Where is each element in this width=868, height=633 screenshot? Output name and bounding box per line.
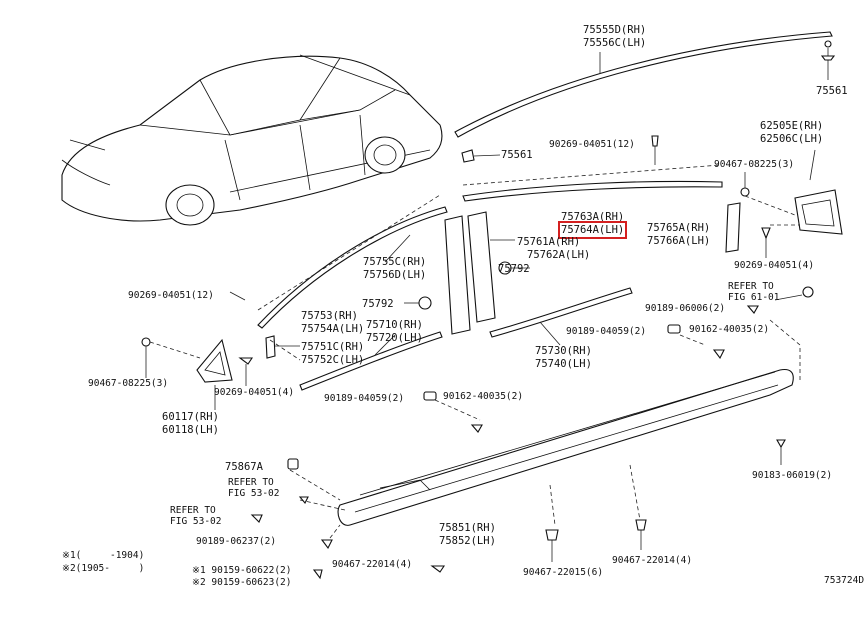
center-pillar-garnish [444, 215, 471, 335]
front-triangle-garnish [196, 338, 233, 383]
label-75763a[interactable]: 75763A(RH) [561, 211, 625, 223]
quarter-window-garnish [794, 189, 843, 235]
label-90467-22014-b[interactable]: 90467-22014(4) [612, 555, 693, 566]
label-fig-53a[interactable]: FIG 53-02 [228, 488, 280, 499]
label-90189-06006[interactable]: 90189-06006(2) [645, 303, 726, 314]
label-75555d[interactable]: 75555D(RH) [583, 24, 647, 36]
label-75852[interactable]: 75852(LH) [439, 535, 496, 547]
label-90162-40035-b[interactable]: 90162-40035(2) [443, 391, 524, 402]
label-fig-61[interactable]: FIG 61-01 [728, 292, 780, 303]
label-75851[interactable]: 75851(RH) [439, 522, 496, 534]
label-90189-04059-b[interactable]: 90189-04059(2) [324, 393, 405, 404]
front-door-lower-molding [299, 331, 443, 391]
label-90189-06237[interactable]: 90189-06237(2) [196, 536, 277, 547]
label-fig-53b[interactable]: FIG 53-02 [170, 516, 222, 527]
rocker-panel-molding [337, 368, 794, 526]
label-75754a[interactable]: 75754A(LH) [301, 323, 365, 335]
label-75710[interactable]: 75710(RH) [366, 319, 423, 331]
car-illustration [61, 54, 443, 226]
rear-door-frame-molding [725, 202, 741, 253]
label-refer-53a[interactable]: REFER TO [228, 477, 274, 488]
label-refer-61[interactable]: REFER TO [728, 281, 774, 292]
label-90467-08225-l[interactable]: 90467-08225(3) [88, 378, 169, 389]
label-75792-b[interactable]: 75792 [362, 298, 394, 310]
label-75730[interactable]: 75730(RH) [535, 345, 592, 357]
label-75556c[interactable]: 75556C(LH) [583, 37, 647, 49]
roof-molding [454, 31, 833, 138]
label-75753[interactable]: 75753(RH) [301, 310, 358, 322]
label-60117[interactable]: 60117(RH) [162, 411, 219, 423]
label-90189-04059-a[interactable]: 90189-04059(2) [566, 326, 647, 337]
label-90269-04051-top[interactable]: 90269-04051(12) [549, 139, 635, 150]
note-1: ※1( -1904) [62, 550, 145, 561]
label-90467-22014-a[interactable]: 90467-22014(4) [332, 559, 413, 570]
label-75755c[interactable]: 75755C(RH) [363, 256, 427, 268]
label-refer-53b[interactable]: REFER TO [170, 505, 216, 516]
label-75762a[interactable]: 75762A(LH) [527, 249, 591, 261]
label-90467-22015[interactable]: 90467-22015(6) [523, 567, 604, 578]
label-75761a[interactable]: 75761A(RH) [517, 236, 581, 248]
label-90159-60623[interactable]: ※2 90159-60623(2) [192, 577, 292, 588]
label-75751c[interactable]: 75751C(RH) [301, 341, 365, 353]
label-75752c[interactable]: 75752C(LH) [301, 354, 365, 366]
label-75720[interactable]: 75720(LH) [366, 332, 423, 344]
label-75766a[interactable]: 75766A(LH) [647, 235, 711, 247]
label-90269-04051-b[interactable]: 90269-04051(4) [214, 387, 295, 398]
label-90269-04051-r[interactable]: 90269-04051(4) [734, 260, 815, 271]
diagram-id: 753724D [824, 575, 865, 586]
label-62505e[interactable]: 62505E(RH) [760, 120, 824, 132]
label-90159-60622[interactable]: ※1 90159-60622(2) [192, 565, 292, 576]
label-75740[interactable]: 75740(LH) [535, 358, 592, 370]
label-60118[interactable]: 60118(LH) [162, 424, 219, 436]
label-75756d[interactable]: 75756D(LH) [363, 269, 427, 281]
label-75867a[interactable]: 75867A [225, 461, 263, 473]
label-75561-top[interactable]: 75561 [816, 85, 848, 97]
label-90467-08225-r[interactable]: 90467-08225(3) [714, 159, 795, 170]
label-62506c[interactable]: 62506C(LH) [760, 133, 824, 145]
label-75765a[interactable]: 75765A(RH) [647, 222, 711, 234]
label-90269-04051-l[interactable]: 90269-04051(12) [128, 290, 214, 301]
label-90162-40035-a[interactable]: 90162-40035(2) [689, 324, 770, 335]
rear-door-lower-molding [489, 287, 633, 338]
label-75792-a[interactable]: 75792 [498, 263, 530, 275]
rear-door-belt-molding [462, 180, 723, 202]
label-90183-06019[interactable]: 90183-06019(2) [752, 470, 833, 481]
label-75764a-highlighted[interactable]: 75764A(LH) [557, 221, 628, 239]
note-2: ※2(1905- ) [62, 563, 145, 574]
label-75561-mid[interactable]: 75561 [501, 149, 533, 161]
